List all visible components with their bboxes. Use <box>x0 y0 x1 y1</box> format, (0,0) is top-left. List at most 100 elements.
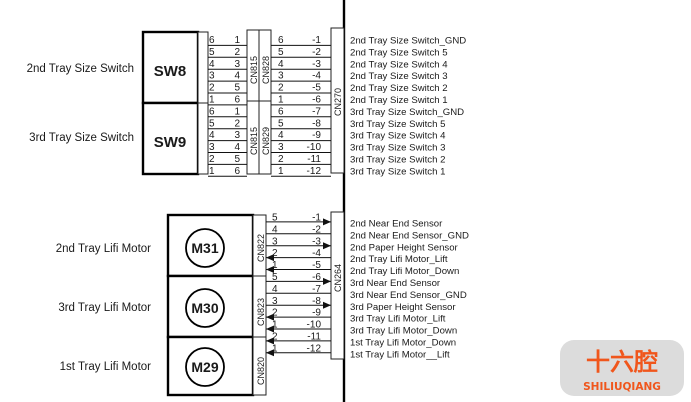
watermark-cn-text: 十六腔 <box>586 348 658 376</box>
tray-lift-motor-section: M31 M30 M29 2nd Tray Lifi Motor 3rd Tray… <box>56 211 469 397</box>
connector-pin-number: 4 <box>272 284 278 295</box>
harness-pin-number: 6 <box>278 106 284 117</box>
signal-label: 2nd Tray Size Switch 3 <box>350 71 448 82</box>
connector-pin-number: 1 <box>234 106 240 117</box>
harness-pin-number: 3 <box>278 71 284 82</box>
main-pin-number: -2 <box>312 47 321 58</box>
arrow-left-icon <box>266 254 274 262</box>
signal-label: 3rd Near End Sensor <box>350 278 441 289</box>
switch-pin-number: 6 <box>209 35 215 46</box>
arrow-left-icon <box>266 325 274 333</box>
arrow-right-icon <box>323 277 331 285</box>
arrow-left-icon <box>266 313 274 321</box>
sw8-label: 2nd Tray Size Switch <box>27 63 134 75</box>
harness-pin-number: 4 <box>278 59 284 70</box>
signal-label: 2nd Near End Sensor <box>350 219 443 230</box>
sw8-header <box>197 31 209 104</box>
harness-pin-number: 3 <box>278 142 284 153</box>
switch-pin-number: 4 <box>209 59 215 70</box>
connector-pin-number: 1 <box>272 343 278 354</box>
switch-pin-number: 1 <box>209 95 215 106</box>
harness-pin-number: 2 <box>278 83 284 94</box>
signal-label: 2nd Tray Lifi Motor_Lift <box>350 254 448 265</box>
cn815-b-label: CN815 <box>249 127 259 155</box>
harness-pin-number: 5 <box>278 47 284 58</box>
signal-label: 3rd Tray Lifi Motor_Lift <box>350 314 446 325</box>
signal-label: 3rd Tray Lifi Motor_Down <box>350 326 457 337</box>
watermark-badge <box>560 340 684 396</box>
signal-label: 2nd Tray Size Switch 2 <box>350 83 448 94</box>
cn264-box <box>330 211 345 360</box>
signal-label: 2nd Tray Lifi Motor_Down <box>350 266 459 277</box>
connector-pin-number: 6 <box>234 95 240 106</box>
connector-pin-number: 1 <box>272 260 278 271</box>
connector-pin-number: 4 <box>234 142 240 153</box>
main-pin-number: -7 <box>312 284 321 295</box>
harness-pin-number: 2 <box>278 154 284 165</box>
cn823-label: CN823 <box>256 298 266 326</box>
switch-pin-number: 5 <box>209 118 215 129</box>
harness-pin-number: 1 <box>278 95 284 106</box>
main-pin-number: -8 <box>312 296 321 307</box>
signal-label: 2nd Tray Size Switch 5 <box>350 47 448 58</box>
connector-pin-number: 3 <box>272 236 278 247</box>
switch-pin-number: 1 <box>209 166 215 177</box>
switch-pin-number: 5 <box>209 47 215 58</box>
connector-pin-number: 2 <box>234 118 240 129</box>
main-pin-number: -7 <box>312 106 321 117</box>
sw9-label: 3rd Tray Size Switch <box>29 132 134 144</box>
arrow-right-icon <box>323 301 331 309</box>
arrow-right-icon <box>323 218 331 226</box>
connector-pin-number: 1 <box>272 320 278 331</box>
m30-label: 3rd Tray Lifi Motor <box>58 302 151 314</box>
main-pin-number: -5 <box>312 260 321 271</box>
main-pin-number: -6 <box>312 95 321 106</box>
signal-label: 3rd Tray Size Switch 5 <box>350 119 445 130</box>
sw8-id: SW8 <box>154 63 187 80</box>
signal-label: 3rd Paper Height Sensor <box>350 302 456 313</box>
cn829-box <box>258 100 272 175</box>
signal-label: 2nd Tray Size Switch 4 <box>350 59 448 70</box>
cn822-label: CN822 <box>256 234 266 262</box>
connector-pin-number: 4 <box>234 71 240 82</box>
connector-pin-number: 5 <box>272 213 278 224</box>
main-pin-number: -6 <box>312 272 321 283</box>
motor-m30-icon <box>185 288 225 328</box>
main-pin-number: -8 <box>312 118 321 129</box>
signal-label: 3rd Tray Size Switch 2 <box>350 155 445 166</box>
watermark-en-text: SHILIUQIANG <box>583 381 661 393</box>
main-pin-number: -3 <box>312 236 321 247</box>
sw9-id: SW9 <box>154 134 187 151</box>
connector-pin-number: 4 <box>272 224 278 235</box>
main-pin-number: -10 <box>307 320 322 331</box>
cn270-label: CN270 <box>333 88 343 116</box>
switch-pin-number: 6 <box>209 106 215 117</box>
watermark: 十六腔 SHILIUQIANG <box>560 340 684 396</box>
harness-pin-number: 1 <box>278 166 284 177</box>
main-pin-number: -12 <box>307 343 322 354</box>
signal-label: 3rd Near End Sensor_GND <box>350 290 467 301</box>
motor-m31-icon <box>185 228 225 268</box>
signal-label: 1st Tray Lifi Motor__Lift <box>350 349 450 360</box>
main-pin-number: -3 <box>312 59 321 70</box>
main-pin-number: -12 <box>307 166 322 177</box>
switch-pin-number: 3 <box>209 142 215 153</box>
main-pin-number: -9 <box>312 130 321 141</box>
cn820-box <box>252 336 267 396</box>
switch-pin-number: 4 <box>209 130 215 141</box>
main-pin-number: -5 <box>312 83 321 94</box>
sw9-block <box>141 101 200 176</box>
main-pin-number: -1 <box>312 35 321 46</box>
connector-pin-number: 2 <box>272 332 278 343</box>
main-pin-number: -11 <box>307 332 321 343</box>
connector-pin-number: 2 <box>272 248 278 259</box>
signal-label: 3rd Tray Size Switch 4 <box>350 131 446 142</box>
switch-pin-number: 2 <box>209 83 215 94</box>
m29-label: 1st Tray Lifi Motor <box>60 361 152 373</box>
connector-pin-number: 1 <box>234 35 240 46</box>
main-pin-number: -4 <box>312 71 321 82</box>
m30-id: M30 <box>191 300 218 316</box>
connector-pin-number: 5 <box>234 154 240 165</box>
connector-pin-number: 3 <box>234 130 240 141</box>
connector-pin-number: 6 <box>234 166 240 177</box>
